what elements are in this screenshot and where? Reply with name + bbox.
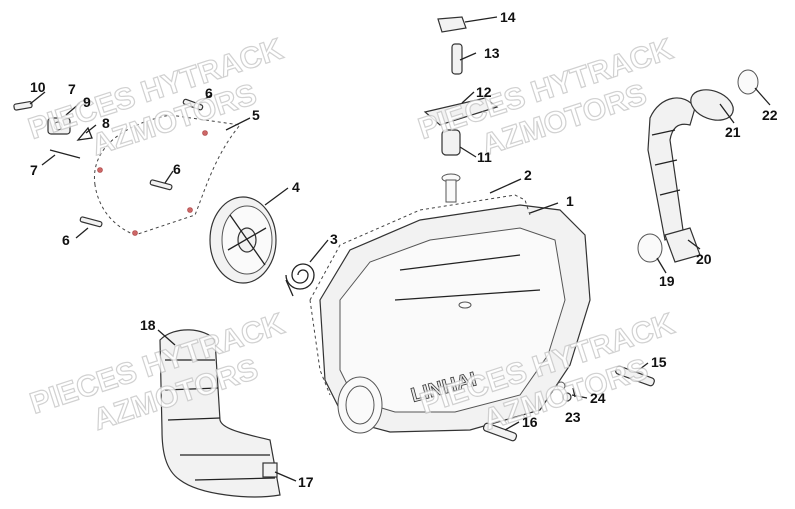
bolt-10 bbox=[13, 101, 33, 111]
callout-2: 2 bbox=[524, 167, 532, 183]
callout-8: 8 bbox=[102, 115, 110, 131]
breather-assembly bbox=[423, 16, 499, 203]
callout-23: 23 bbox=[565, 409, 581, 425]
callout-5: 5 bbox=[252, 107, 260, 123]
duct-clip bbox=[262, 462, 278, 478]
callout-13: 13 bbox=[484, 45, 500, 61]
clip-8 bbox=[76, 126, 93, 141]
bolt-16 bbox=[482, 422, 518, 442]
callout-11: 11 bbox=[477, 149, 492, 165]
callout-17: 17 bbox=[298, 474, 314, 490]
callout-4: 4 bbox=[292, 179, 300, 195]
callout-labels: 1 2 3 4 5 6 6 6 7 7 8 9 10 11 12 13 14 1… bbox=[30, 9, 778, 490]
callout-19: 19 bbox=[659, 273, 675, 289]
callout-16: 16 bbox=[522, 414, 538, 430]
callout-15: 15 bbox=[651, 354, 667, 370]
clamp-22 bbox=[737, 69, 759, 95]
bolt-6b bbox=[79, 216, 103, 228]
callout-1: 1 bbox=[566, 193, 574, 209]
watermark-group-left: PIECES HYTRACK AZMOTORS bbox=[24, 32, 288, 163]
callout-22: 22 bbox=[762, 107, 778, 123]
washer-23-24 bbox=[556, 381, 572, 402]
callout-21: 21 bbox=[725, 124, 741, 140]
callout-18: 18 bbox=[140, 317, 156, 333]
upper-air-duct bbox=[637, 69, 759, 263]
clamp-19 bbox=[637, 233, 663, 263]
plate-rivets bbox=[97, 130, 208, 236]
callout-7b: 7 bbox=[30, 162, 38, 178]
cover-gasket bbox=[309, 194, 531, 396]
callout-10: 10 bbox=[30, 79, 46, 95]
bolt-6c bbox=[182, 98, 204, 111]
callout-9: 9 bbox=[83, 94, 91, 110]
callout-6a: 6 bbox=[205, 85, 213, 101]
callout-24: 24 bbox=[590, 390, 606, 406]
callout-6b: 6 bbox=[173, 161, 181, 177]
sleeve-21 bbox=[690, 89, 734, 121]
starter-pulley bbox=[209, 196, 277, 284]
callout-20: 20 bbox=[696, 251, 712, 267]
recoil-spring bbox=[285, 263, 315, 297]
bolt-6a bbox=[149, 179, 173, 191]
callout-12: 12 bbox=[476, 84, 492, 100]
callout-7a: 7 bbox=[68, 81, 76, 97]
callout-6c: 6 bbox=[62, 232, 70, 248]
rod-7 bbox=[49, 149, 81, 159]
leader-lines bbox=[29, 16, 771, 482]
callout-3: 3 bbox=[330, 231, 338, 247]
lower-air-duct bbox=[159, 329, 281, 498]
cvt-cover: LINHAI bbox=[319, 204, 591, 434]
callout-14: 14 bbox=[500, 9, 516, 25]
lever-9 bbox=[47, 117, 71, 135]
